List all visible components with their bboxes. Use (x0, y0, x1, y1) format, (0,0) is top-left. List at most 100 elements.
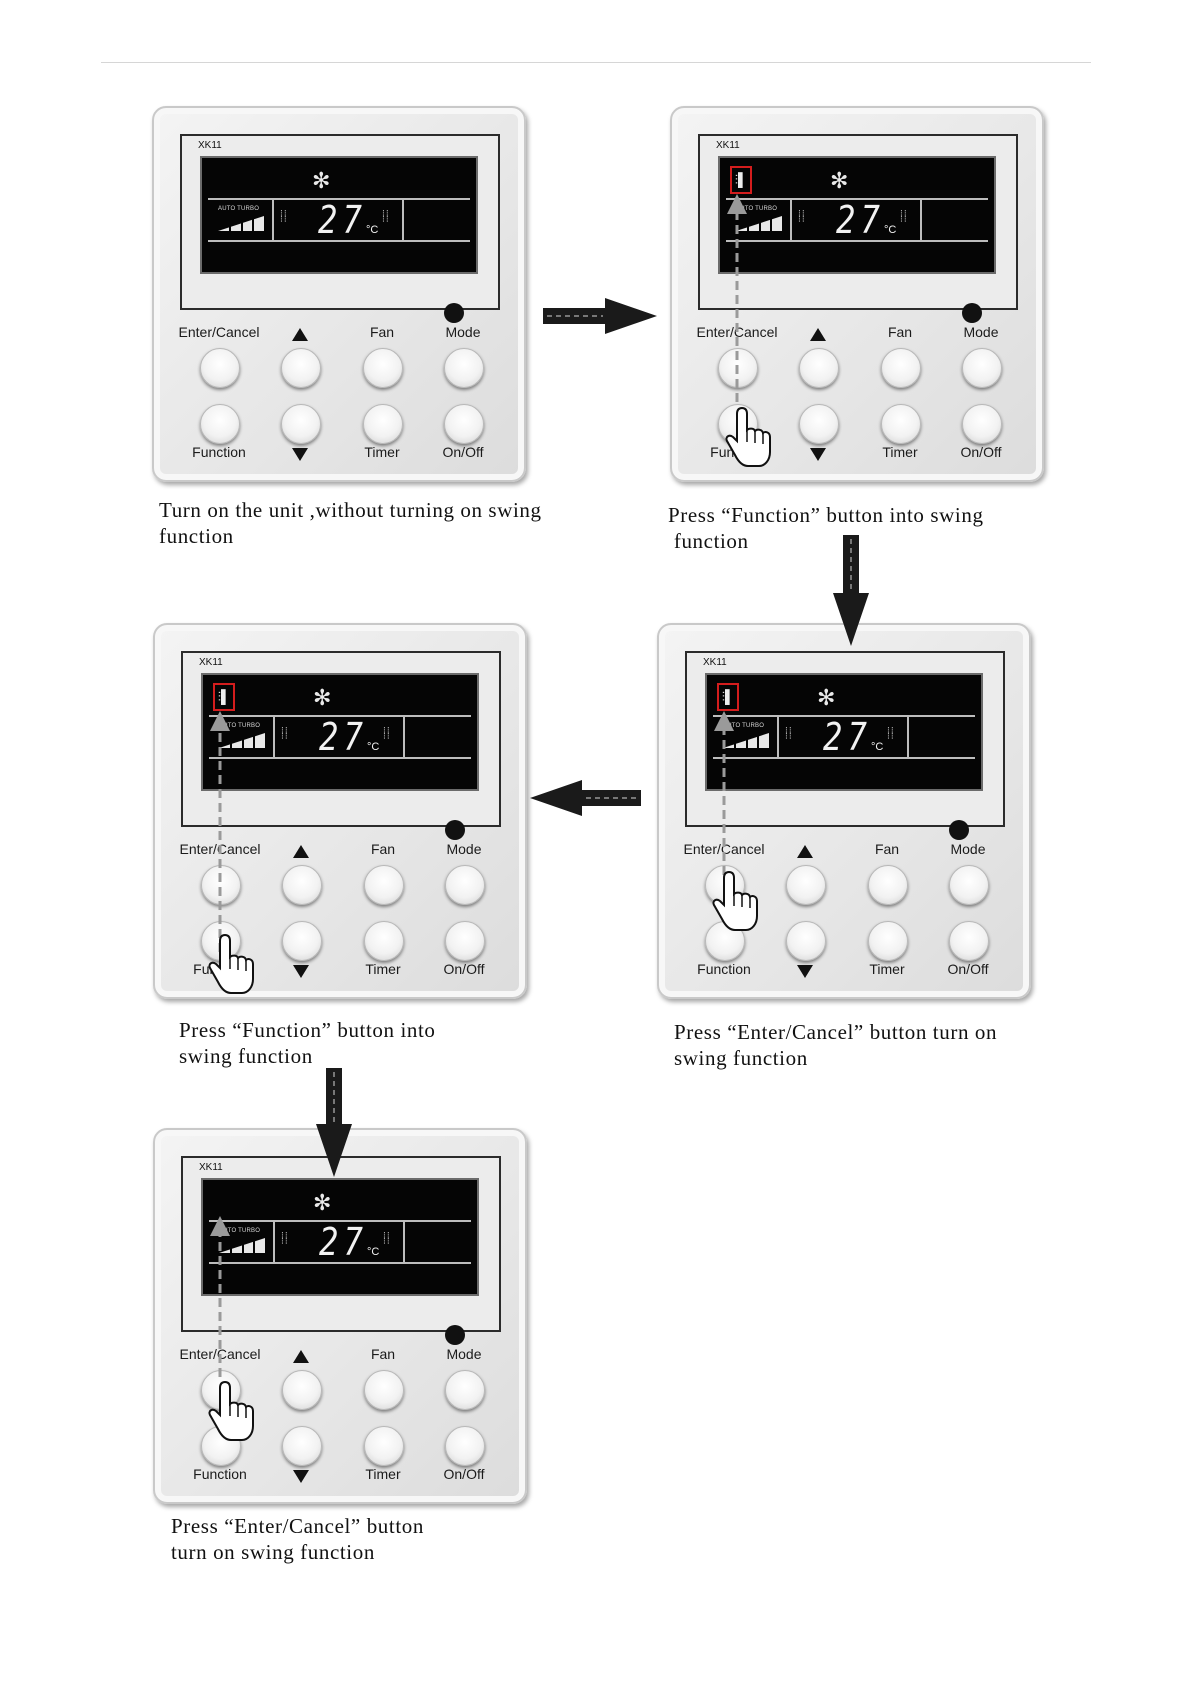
lcd-divider (208, 240, 470, 242)
down-button[interactable] (799, 404, 839, 444)
timer-button[interactable] (868, 921, 908, 961)
lcd-divider (726, 198, 988, 200)
fan-button[interactable] (364, 865, 404, 905)
fan-label: Fan (874, 841, 900, 857)
louver-dots-icon: ⁝⁝⁝⁝ (900, 208, 908, 224)
on-off-button[interactable] (962, 404, 1002, 444)
enter-cancel-label: Enter/Cancel (696, 324, 778, 340)
lcd-screen: ⫶▌ ✻ AUTO TURBO ⁝⁝⁝⁝ 27 °C ⁝⁝⁝⁝ (200, 156, 478, 274)
mode-button[interactable] (962, 348, 1002, 388)
lcd-separator (402, 200, 404, 240)
fan-label: Fan (370, 1346, 396, 1362)
fan-button[interactable] (868, 865, 908, 905)
caption-line: Press “Function” button into (179, 1018, 436, 1042)
fan-speed-icon (736, 216, 782, 231)
mode-button[interactable] (949, 865, 989, 905)
enter-cancel-button[interactable] (201, 1370, 241, 1410)
function-label: Function (192, 444, 246, 460)
fan-button[interactable] (363, 348, 403, 388)
function-button[interactable] (200, 404, 240, 444)
louver-dots-icon: ⁝⁝⁝⁝ (280, 208, 288, 224)
auto-turbo-label: AUTO TURBO (218, 206, 260, 212)
on-off-button[interactable] (949, 921, 989, 961)
fan-button[interactable] (364, 1370, 404, 1410)
enter-cancel-button[interactable] (705, 865, 745, 905)
up-button[interactable] (282, 1370, 322, 1410)
step-caption: Press “Function” button into swing funct… (179, 1017, 436, 1069)
display-frame: XK11 ⫶▌ ✻ AUTO TURBO ⁝⁝⁝⁝ 27 °C ⁝⁝⁝⁝ (685, 651, 1005, 827)
on-off-button[interactable] (444, 404, 484, 444)
lcd-separator (273, 717, 275, 757)
enter-cancel-button[interactable] (718, 348, 758, 388)
up-arrow-icon (292, 328, 308, 341)
status-led (444, 303, 464, 323)
up-button[interactable] (799, 348, 839, 388)
up-arrow-icon (293, 1350, 309, 1363)
timer-button[interactable] (881, 404, 921, 444)
timer-button[interactable] (364, 921, 404, 961)
lcd-screen: ⫶▌ ✻ AUTO TURBO ⁝⁝⁝⁝ 27 °C ⁝⁝⁝⁝ (201, 673, 479, 791)
function-label: Function (710, 444, 764, 460)
function-label: Function (697, 961, 751, 977)
snowflake-icon: ✻ (313, 1190, 332, 1215)
temperature-unit: °C (367, 1246, 380, 1258)
on-off-label: On/Off (960, 444, 1002, 460)
lcd-separator (920, 200, 922, 240)
down-button[interactable] (282, 921, 322, 961)
caption-line: turn on swing function (171, 1540, 375, 1564)
fan-button[interactable] (881, 348, 921, 388)
timer-label: Timer (365, 961, 401, 977)
status-led (962, 303, 982, 323)
down-button[interactable] (786, 921, 826, 961)
lcd-divider (713, 715, 975, 717)
auto-turbo-label: AUTO TURBO (219, 723, 261, 729)
enter-cancel-label: Enter/Cancel (179, 841, 261, 857)
caption-line: Press “Enter/Cancel” button turn on (674, 1020, 998, 1044)
function-button[interactable] (201, 921, 241, 961)
timer-button[interactable] (364, 1426, 404, 1466)
on-off-button[interactable] (445, 1426, 485, 1466)
display-frame: XK11 ⫶▌ ✻ AUTO TURBO ⁝⁝⁝⁝ 27 °C ⁝⁝⁝⁝ (698, 134, 1018, 310)
down-button[interactable] (282, 1426, 322, 1466)
temperature-unit: °C (871, 741, 884, 753)
on-off-button[interactable] (445, 921, 485, 961)
remote-panel-step-5: XK11 ⫶▌ ✻ AUTO TURBO ⁝⁝⁝⁝ 27 °C ⁝⁝⁝⁝ (153, 1128, 527, 1504)
function-button[interactable] (718, 404, 758, 444)
function-button[interactable] (201, 1426, 241, 1466)
lcd-divider (209, 1262, 471, 1264)
timer-label: Timer (365, 1466, 401, 1482)
model-label: XK11 (199, 657, 223, 668)
lcd-divider (726, 240, 988, 242)
up-arrow-icon (810, 328, 826, 341)
flow-arrow-down-icon (833, 535, 869, 646)
flow-arrow-right-icon (543, 298, 657, 334)
status-led (949, 820, 969, 840)
snowflake-icon: ✻ (313, 685, 332, 710)
top-rule (101, 62, 1091, 63)
enter-cancel-button[interactable] (201, 865, 241, 905)
lcd-divider (209, 715, 471, 717)
mode-button[interactable] (444, 348, 484, 388)
down-button[interactable] (281, 404, 321, 444)
lcd-screen: ⫶▌ ✻ AUTO TURBO ⁝⁝⁝⁝ 27 °C ⁝⁝⁝⁝ (718, 156, 996, 274)
mode-button[interactable] (445, 1370, 485, 1410)
temperature-unit: °C (366, 224, 379, 236)
mode-label: Mode (446, 841, 482, 857)
louver-dots-icon: ⁝⁝⁝⁝ (383, 1230, 391, 1246)
mode-button[interactable] (445, 865, 485, 905)
down-arrow-icon (810, 448, 826, 461)
down-arrow-icon (293, 1470, 309, 1483)
lcd-divider (713, 757, 975, 759)
fan-speed-icon (723, 733, 769, 748)
lcd-screen: ⫶▌ ✻ AUTO TURBO ⁝⁝⁝⁝ 27 °C ⁝⁝⁝⁝ (201, 1178, 479, 1296)
up-button[interactable] (282, 865, 322, 905)
up-button[interactable] (786, 865, 826, 905)
lcd-divider (209, 1220, 471, 1222)
up-button[interactable] (281, 348, 321, 388)
flow-arrow-down-icon (316, 1068, 352, 1177)
function-button[interactable] (705, 921, 745, 961)
timer-button[interactable] (363, 404, 403, 444)
caption-line: swing function (674, 1046, 808, 1070)
enter-cancel-button[interactable] (200, 348, 240, 388)
caption-line: Press “Function” button into swing (668, 503, 984, 527)
